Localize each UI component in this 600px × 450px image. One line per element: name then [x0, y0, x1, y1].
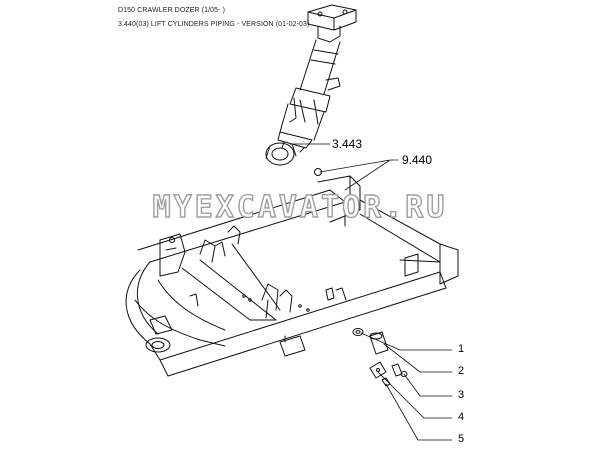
- callout-item-1: 1: [458, 343, 465, 355]
- exploded-parts: [314, 168, 408, 387]
- callout-item-3: 3: [458, 389, 465, 401]
- leader-5: [385, 383, 453, 441]
- leader-4: [377, 371, 453, 419]
- diagram-title: D150 CRAWLER DOZER (1/05- ): [118, 7, 226, 14]
- callout-3443: 3.443: [332, 137, 363, 151]
- leader-3: [403, 373, 453, 397]
- leader-1: [360, 332, 453, 351]
- lock-plate-part: [369, 361, 387, 379]
- leader-9440: [319, 159, 399, 191]
- small-bolt-part: [391, 363, 403, 377]
- leader-2: [383, 343, 453, 373]
- main-frame: [125, 175, 459, 377]
- washer-part: [352, 328, 364, 336]
- callout-9440: 9.440: [402, 153, 433, 167]
- callout-item-4: 4: [458, 411, 465, 423]
- lift-cylinder: [265, 4, 357, 166]
- callout-item-2: 2: [458, 365, 465, 377]
- callout-item-5: 5: [458, 433, 465, 445]
- pin-part: [369, 331, 389, 355]
- leader-lines: [289, 143, 453, 441]
- diagram-subtitle: 3.440(03) LIFT CYLINDERS PIPING - VERSIO…: [118, 21, 310, 28]
